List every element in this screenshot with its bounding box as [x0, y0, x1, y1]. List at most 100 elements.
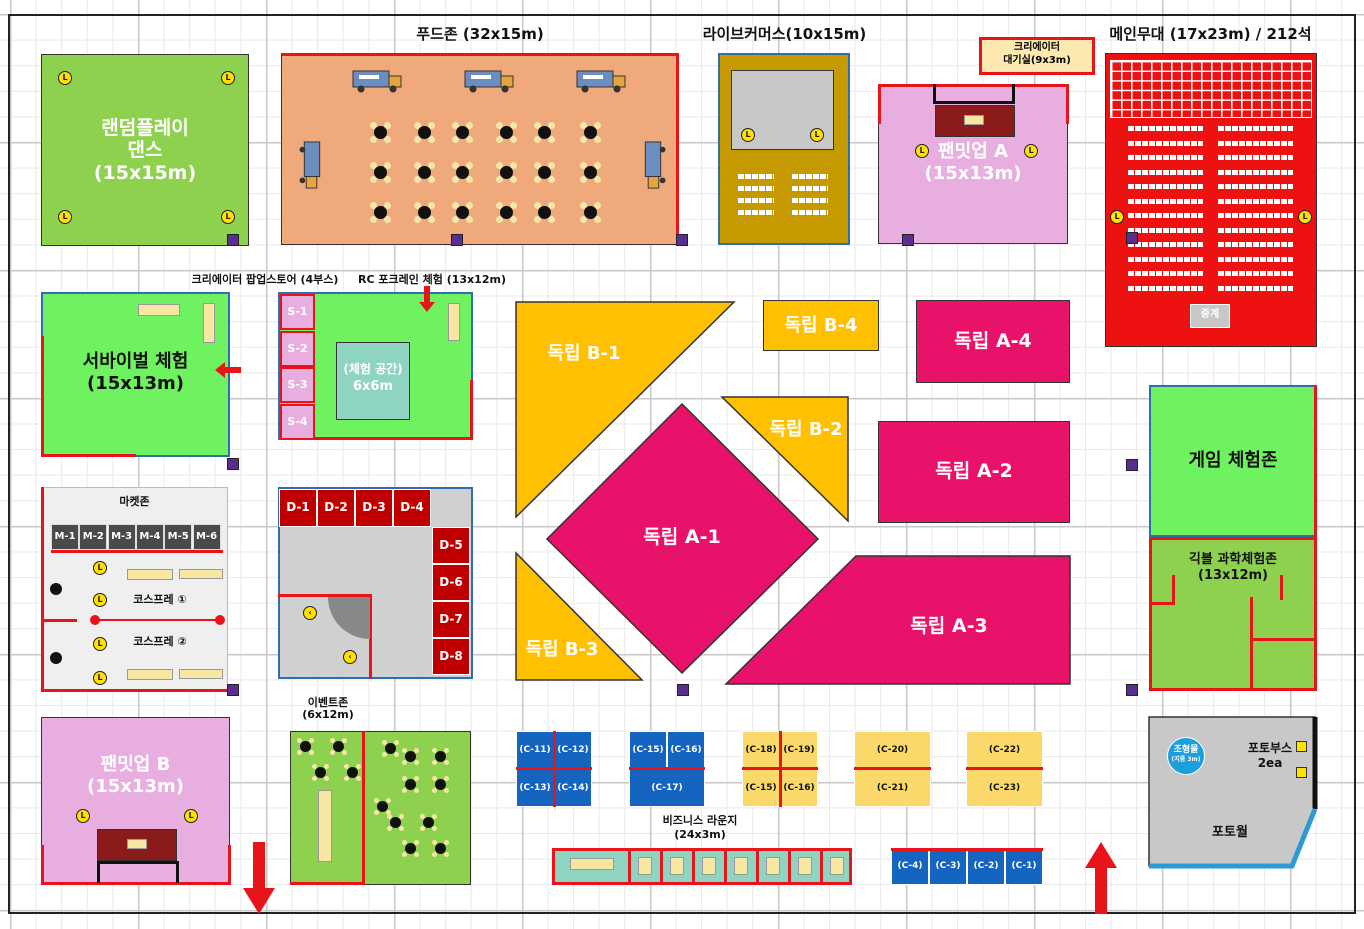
- lounge-table: [638, 857, 652, 875]
- independent-b1-label[interactable]: 독립 B-1: [547, 343, 621, 364]
- independent-b4-label[interactable]: 독립 B-4: [784, 315, 858, 336]
- wall-segment: [41, 487, 44, 692]
- table-icon: [374, 206, 387, 219]
- booth-m-2[interactable]: M-2: [79, 524, 108, 550]
- independent-b1-shape: [515, 301, 736, 519]
- booth-c[interactable]: (C-11): [516, 731, 554, 769]
- rc-space-size: 6x6m: [352, 379, 394, 394]
- booth-c[interactable]: (C-13): [516, 769, 554, 807]
- wall-segment: [470, 380, 473, 440]
- booth-m-5[interactable]: M-5: [164, 524, 193, 550]
- photo-booth-label: 포토부스: [1247, 741, 1293, 755]
- booth-d-3[interactable]: D-3: [355, 489, 393, 527]
- booth-c[interactable]: (C-18): [742, 731, 780, 769]
- wall-segment: [41, 619, 77, 622]
- seat-row: [1218, 256, 1293, 262]
- cosplay-dot: [215, 615, 225, 625]
- booth-c[interactable]: (C-20): [854, 731, 931, 769]
- lamp-marker: L: [810, 128, 824, 142]
- independent-a4-label[interactable]: 독립 A-4: [954, 330, 1032, 352]
- wall-segment: [41, 689, 228, 692]
- independent-a4-shape[interactable]: [916, 300, 1070, 383]
- independent-a3-label[interactable]: 독립 A-3: [910, 615, 988, 637]
- booth-c[interactable]: (C-17): [629, 769, 705, 807]
- lamp-marker: L: [741, 128, 755, 142]
- wall-segment: [779, 731, 782, 807]
- table-icon: [500, 126, 513, 139]
- booth-c[interactable]: (C-15): [629, 731, 667, 769]
- independent-a2-shape[interactable]: [878, 421, 1070, 523]
- lounge-table: [670, 857, 684, 875]
- booth-d-2[interactable]: D-2: [317, 489, 355, 527]
- seat-row: [1128, 126, 1203, 131]
- rc-experience-space[interactable]: [336, 342, 410, 420]
- zone-game[interactable]: [1149, 385, 1317, 537]
- booth-c[interactable]: (C-16): [667, 731, 705, 769]
- booth-s-1[interactable]: S-1: [280, 294, 315, 330]
- booth-c[interactable]: (C-22): [966, 731, 1043, 769]
- zone-random-play-dance[interactable]: [41, 54, 249, 246]
- food-truck-icon: [299, 141, 321, 189]
- event-divider: [290, 731, 365, 885]
- independent-b3-label[interactable]: 독립 B-3: [525, 639, 599, 660]
- booth-c[interactable]: (C-23): [966, 769, 1043, 807]
- entrance-arrow-icon: [419, 286, 435, 312]
- event-zone-size: (6x12m): [302, 708, 354, 721]
- pillar-marker: [1126, 684, 1138, 696]
- booth-c[interactable]: (C-1): [1005, 848, 1043, 885]
- desk: [179, 569, 223, 579]
- booth-s-2[interactable]: S-2: [280, 330, 315, 367]
- booth-c[interactable]: (C-14): [554, 769, 592, 807]
- independent-a1-label[interactable]: 독립 A-1: [643, 526, 721, 548]
- booth-c[interactable]: (C-21): [854, 769, 931, 807]
- booth-m-3[interactable]: M-3: [107, 524, 136, 550]
- seat-row: [1218, 169, 1293, 175]
- market-title: 마켓존: [119, 495, 150, 508]
- sculpture-circle: [1167, 737, 1205, 775]
- zone-creator-waiting-room[interactable]: [979, 37, 1095, 75]
- booth-m-1[interactable]: M-1: [51, 524, 79, 550]
- pillar-marker: [676, 234, 688, 246]
- independent-a2-label[interactable]: 독립 A-2: [935, 460, 1013, 482]
- table-icon: [538, 126, 551, 139]
- seat-row: [1128, 198, 1203, 204]
- booth-c[interactable]: (C-12): [554, 731, 592, 769]
- stage-desk: [127, 839, 147, 849]
- table-icon: [418, 126, 431, 139]
- table-icon: [405, 779, 416, 790]
- booth-d-7[interactable]: D-7: [432, 601, 470, 638]
- survival-title: 서바이벌 체험: [82, 351, 189, 372]
- wall-segment: [41, 845, 44, 885]
- booth-s-4[interactable]: S-4: [280, 403, 315, 440]
- creator-popup-title: 크리에이터 팝업스토어 (4부스): [191, 273, 339, 286]
- random-play-size: (15x15m): [93, 162, 197, 184]
- booth-c[interactable]: (C-15): [742, 769, 780, 807]
- geek-science-size: (13x12m): [1198, 568, 1268, 583]
- booth-d-5[interactable]: D-5: [432, 527, 470, 564]
- wall-segment: [1314, 537, 1317, 691]
- seat-row: [792, 186, 828, 191]
- booth-c[interactable]: (C-3): [929, 848, 967, 885]
- booth-m-4[interactable]: M-4: [135, 524, 164, 550]
- booth-c[interactable]: (C-19): [780, 731, 818, 769]
- rc-space-label: (체험 공간): [343, 362, 403, 376]
- lamp-marker: L: [93, 561, 107, 575]
- booth-d-6[interactable]: D-6: [432, 564, 470, 601]
- booth-c[interactable]: (C-4): [891, 848, 929, 885]
- seat-row: [1218, 242, 1293, 247]
- zone-market[interactable]: [41, 487, 228, 692]
- independent-b2-label[interactable]: 독립 B-2: [769, 419, 843, 440]
- booth-c[interactable]: (C-2): [967, 848, 1005, 885]
- wall-segment: [1149, 537, 1152, 691]
- business-lounge-size: (24x3m): [674, 828, 726, 841]
- booth-d-4[interactable]: D-4: [393, 489, 431, 527]
- booth-c[interactable]: (C-16): [780, 769, 818, 807]
- lamp-marker: L: [93, 637, 107, 651]
- booth-d-8[interactable]: D-8: [432, 638, 470, 675]
- independent-b4-shape[interactable]: [763, 300, 879, 351]
- booth-s-3[interactable]: S-3: [280, 367, 315, 403]
- booth-d-1[interactable]: D-1: [279, 489, 317, 527]
- booth-m-6[interactable]: M-6: [192, 524, 221, 550]
- seat-row: [1128, 242, 1203, 247]
